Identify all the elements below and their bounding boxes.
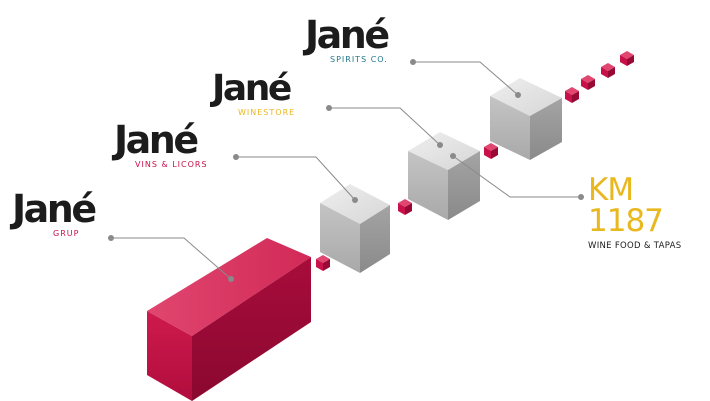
brand-name: Jané: [305, 13, 390, 57]
logo-jane-grup: Jané GRUP: [12, 187, 97, 238]
connector-lines: [111, 61, 581, 280]
brand-sub-grup: GRUP: [53, 229, 80, 238]
trail-cube-3: [620, 51, 634, 66]
logo-jane-spirits: Jané SPIRITS CO.: [305, 13, 390, 64]
brand-sub-spirits: SPIRITS CO.: [330, 55, 388, 64]
line-km: [452, 155, 581, 198]
connector-cube-3: [484, 143, 498, 159]
line-winestore: [329, 107, 441, 146]
cube-spirits: [490, 78, 562, 160]
brand-name: Jané: [114, 118, 199, 162]
line-spirits: [413, 61, 519, 96]
trail-cube-2: [601, 63, 615, 78]
logo-jane-winestore: Jané WINESTORE: [212, 71, 295, 117]
trail-cube-1: [581, 75, 595, 90]
logo-jane-vins-licors: Jané VINS & LICORS: [114, 121, 208, 169]
km-subtitle: WINE FOOD & TAPAS: [588, 241, 682, 251]
km-title: KM 1187: [588, 172, 664, 239]
brand-name: Jané: [12, 187, 97, 231]
brand-name: Jané: [212, 68, 292, 109]
line-grup: [111, 237, 232, 280]
connector-dots: [108, 59, 584, 282]
brand-sub-winestore: WINESTORE: [238, 108, 296, 117]
cube-vins-licors: [320, 184, 390, 273]
cube-winestore: [408, 132, 480, 220]
line-vins: [236, 156, 356, 201]
connector-cube-4: [565, 87, 579, 103]
grup-bar: [147, 238, 311, 401]
connector-cube-1: [316, 255, 330, 271]
connector-cube-2: [398, 199, 412, 215]
brand-sub-vins-licors: VINS & LICORS: [135, 160, 208, 169]
logo-km1187: KM 1187 WINE FOOD & TAPAS: [588, 175, 710, 251]
